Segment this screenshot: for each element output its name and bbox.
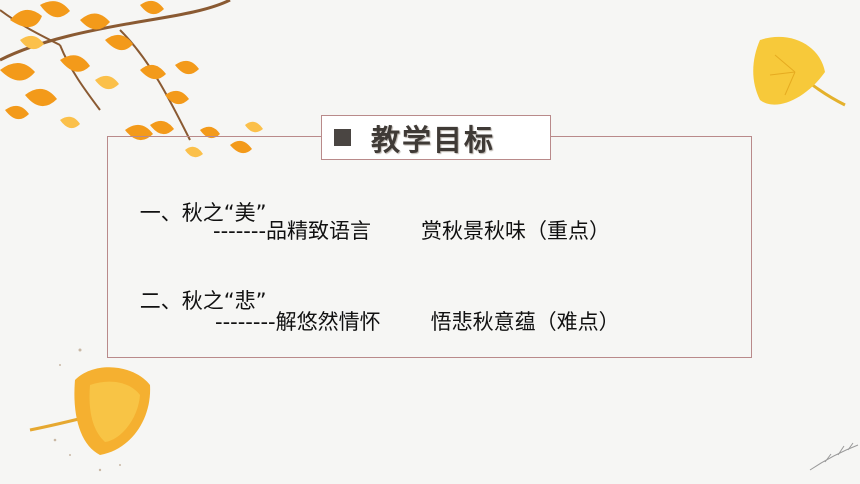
objective-point: 悟悲秋意蕴（难点） bbox=[430, 310, 620, 334]
sketch-branch-bottom-right bbox=[809, 442, 859, 471]
objective-detail-1: -------品精致语言 赏秋景秋味（重点） bbox=[213, 215, 610, 245]
ginkgo-leaf-bottom-left bbox=[29, 348, 151, 472]
dash-line: ------- bbox=[213, 219, 267, 243]
slide-title: 教学目标 bbox=[371, 122, 496, 157]
ginkgo-leaf-top-right bbox=[753, 36, 846, 107]
objective-heading-text: 一、秋之“美” bbox=[139, 201, 267, 225]
title-box: 教学目标 bbox=[321, 115, 551, 160]
ginkgo-branch-top-left bbox=[0, 0, 263, 158]
objective-heading-1: 一、秋之“美” bbox=[113, 173, 267, 251]
objective-detail-2: --------解悠然情怀 悟悲秋意蕴（难点） bbox=[215, 306, 620, 336]
dash-line: -------- bbox=[215, 310, 276, 334]
square-bullet-icon bbox=[334, 129, 351, 146]
objective-phrase: 解悠然情怀 bbox=[275, 310, 381, 334]
objective-heading-text: 二、秋之“悲” bbox=[139, 289, 267, 313]
objective-phrase: 品精致语言 bbox=[266, 219, 372, 243]
objective-heading-2: 二、秋之“悲” bbox=[113, 261, 267, 339]
objective-point: 赏秋景秋味（重点） bbox=[421, 219, 611, 243]
